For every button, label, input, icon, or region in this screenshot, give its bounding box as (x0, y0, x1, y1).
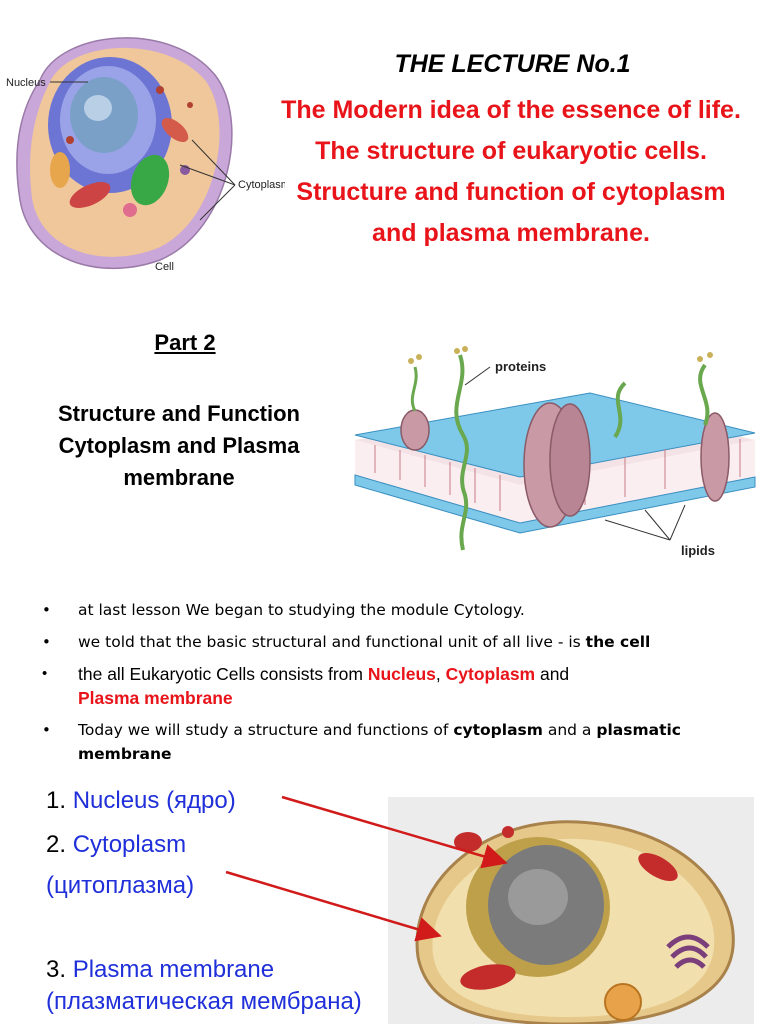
bullet-item: • at last lesson We began to studying th… (42, 601, 525, 619)
lipids-label: lipids (681, 543, 715, 558)
cytoplasm-russian: (цитоплазма) (46, 872, 195, 899)
cytoplasm-label: Cytoplasm (238, 179, 285, 191)
numbered-item-plasma-membrane: 3. Plasma membrane (46, 956, 275, 983)
bullet-item: • Today we will study a structure and fu… (42, 721, 681, 763)
lecture-title: The Modern idea of the essence of life. … (281, 96, 741, 247)
section-subtitle: Structure and Function Cytoplasm and Pla… (58, 401, 300, 490)
cell-diagram: Nucleus Cytoplasm Cell (6, 37, 285, 273)
bullet-item: • we told that the basic structural and … (42, 633, 651, 651)
numbered-item-cytoplasm: 2. Cytoplasm (46, 831, 187, 858)
arrow-to-nucleus (281, 795, 508, 869)
numbered-item-nucleus: 1. Nucleus (ядро) (46, 787, 236, 814)
plasma-membrane-russian: (плазматическая мембрана) (46, 988, 362, 1015)
membrane-diagram: proteins lipids (354, 346, 756, 558)
bullet-list: • at last lesson We began to studying th… (40, 598, 755, 774)
arrow-to-cytoplasm (225, 870, 442, 942)
nucleus-label: Nucleus (6, 77, 46, 89)
cell-3d-illustration (388, 797, 754, 1024)
proteins-label: proteins (495, 359, 546, 374)
lecture-number: THE LECTURE No.1 (394, 50, 631, 78)
part-heading: Part 2 (154, 330, 216, 355)
cell-label: Cell (155, 261, 174, 273)
bullet-item: • the all Eukaryotic Cells consists from… (42, 664, 570, 708)
